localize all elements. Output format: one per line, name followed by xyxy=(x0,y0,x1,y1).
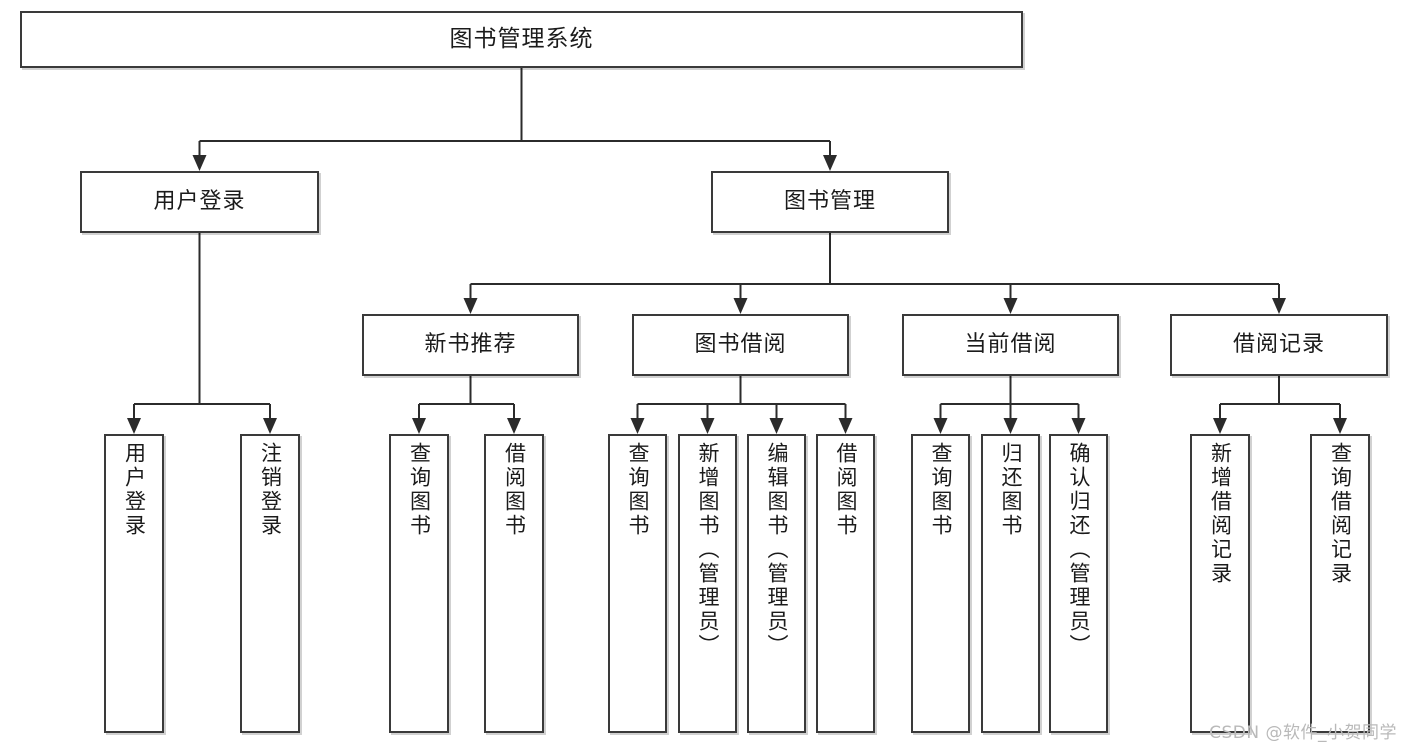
node-leaf-query-book-2[interactable]: 查询图书 xyxy=(608,434,667,733)
node-leaf-add-record-label: 新增借阅记录 xyxy=(1208,442,1233,586)
node-user-login[interactable]: 用户登录 xyxy=(80,171,319,233)
node-leaf-add-book-label: 新增图书（管理员） xyxy=(696,442,720,658)
node-leaf-return-book-label: 归还图书 xyxy=(999,442,1023,538)
node-root[interactable]: 图书管理系统 xyxy=(20,11,1023,68)
node-leaf-query-record[interactable]: 查询借阅记录 xyxy=(1310,434,1370,733)
node-leaf-query-book-3[interactable]: 查询图书 xyxy=(911,434,970,733)
node-leaf-borrow-book-2-label: 借阅图书 xyxy=(834,442,858,538)
node-current-borrow[interactable]: 当前借阅 xyxy=(902,314,1119,376)
node-leaf-query-book-3-label: 查询图书 xyxy=(929,442,953,538)
node-leaf-edit-book-label: 编辑图书（管理员） xyxy=(765,442,789,658)
node-leaf-query-book-1-label: 查询图书 xyxy=(407,442,432,538)
node-leaf-user-login-label: 用户登录 xyxy=(122,442,147,538)
node-leaf-query-book-2-label: 查询图书 xyxy=(626,442,650,538)
node-leaf-logout-login-label: 注销登录 xyxy=(258,442,283,538)
node-book-borrow[interactable]: 图书借阅 xyxy=(632,314,849,376)
node-user-login-label: 用户登录 xyxy=(153,189,246,215)
node-leaf-borrow-book-1[interactable]: 借阅图书 xyxy=(484,434,544,733)
node-leaf-add-book[interactable]: 新增图书（管理员） xyxy=(678,434,737,733)
node-new-book-recommend[interactable]: 新书推荐 xyxy=(362,314,579,376)
node-leaf-edit-book[interactable]: 编辑图书（管理员） xyxy=(747,434,806,733)
node-borrow-record[interactable]: 借阅记录 xyxy=(1170,314,1388,376)
node-book-manage-label: 图书管理 xyxy=(783,189,876,215)
node-current-borrow-label: 当前借阅 xyxy=(964,332,1057,358)
node-root-label: 图书管理系统 xyxy=(449,25,594,52)
node-leaf-query-record-label: 查询借阅记录 xyxy=(1328,442,1353,586)
node-book-manage[interactable]: 图书管理 xyxy=(711,171,949,233)
node-leaf-logout-login[interactable]: 注销登录 xyxy=(240,434,300,733)
node-leaf-add-record[interactable]: 新增借阅记录 xyxy=(1190,434,1250,733)
node-leaf-confirm-return[interactable]: 确认归还（管理员） xyxy=(1049,434,1108,733)
node-leaf-query-book-1[interactable]: 查询图书 xyxy=(389,434,449,733)
watermark: CSDN @软件_小贺同学 xyxy=(1209,723,1397,743)
node-borrow-record-label: 借阅记录 xyxy=(1232,332,1325,358)
node-leaf-confirm-return-label: 确认归还（管理员） xyxy=(1067,442,1091,658)
node-book-borrow-label: 图书借阅 xyxy=(694,332,787,358)
node-leaf-borrow-book-1-label: 借阅图书 xyxy=(502,442,527,538)
node-leaf-borrow-book-2[interactable]: 借阅图书 xyxy=(816,434,875,733)
node-leaf-user-login[interactable]: 用户登录 xyxy=(104,434,164,733)
node-leaf-return-book[interactable]: 归还图书 xyxy=(981,434,1040,733)
node-new-book-recommend-label: 新书推荐 xyxy=(424,332,517,358)
